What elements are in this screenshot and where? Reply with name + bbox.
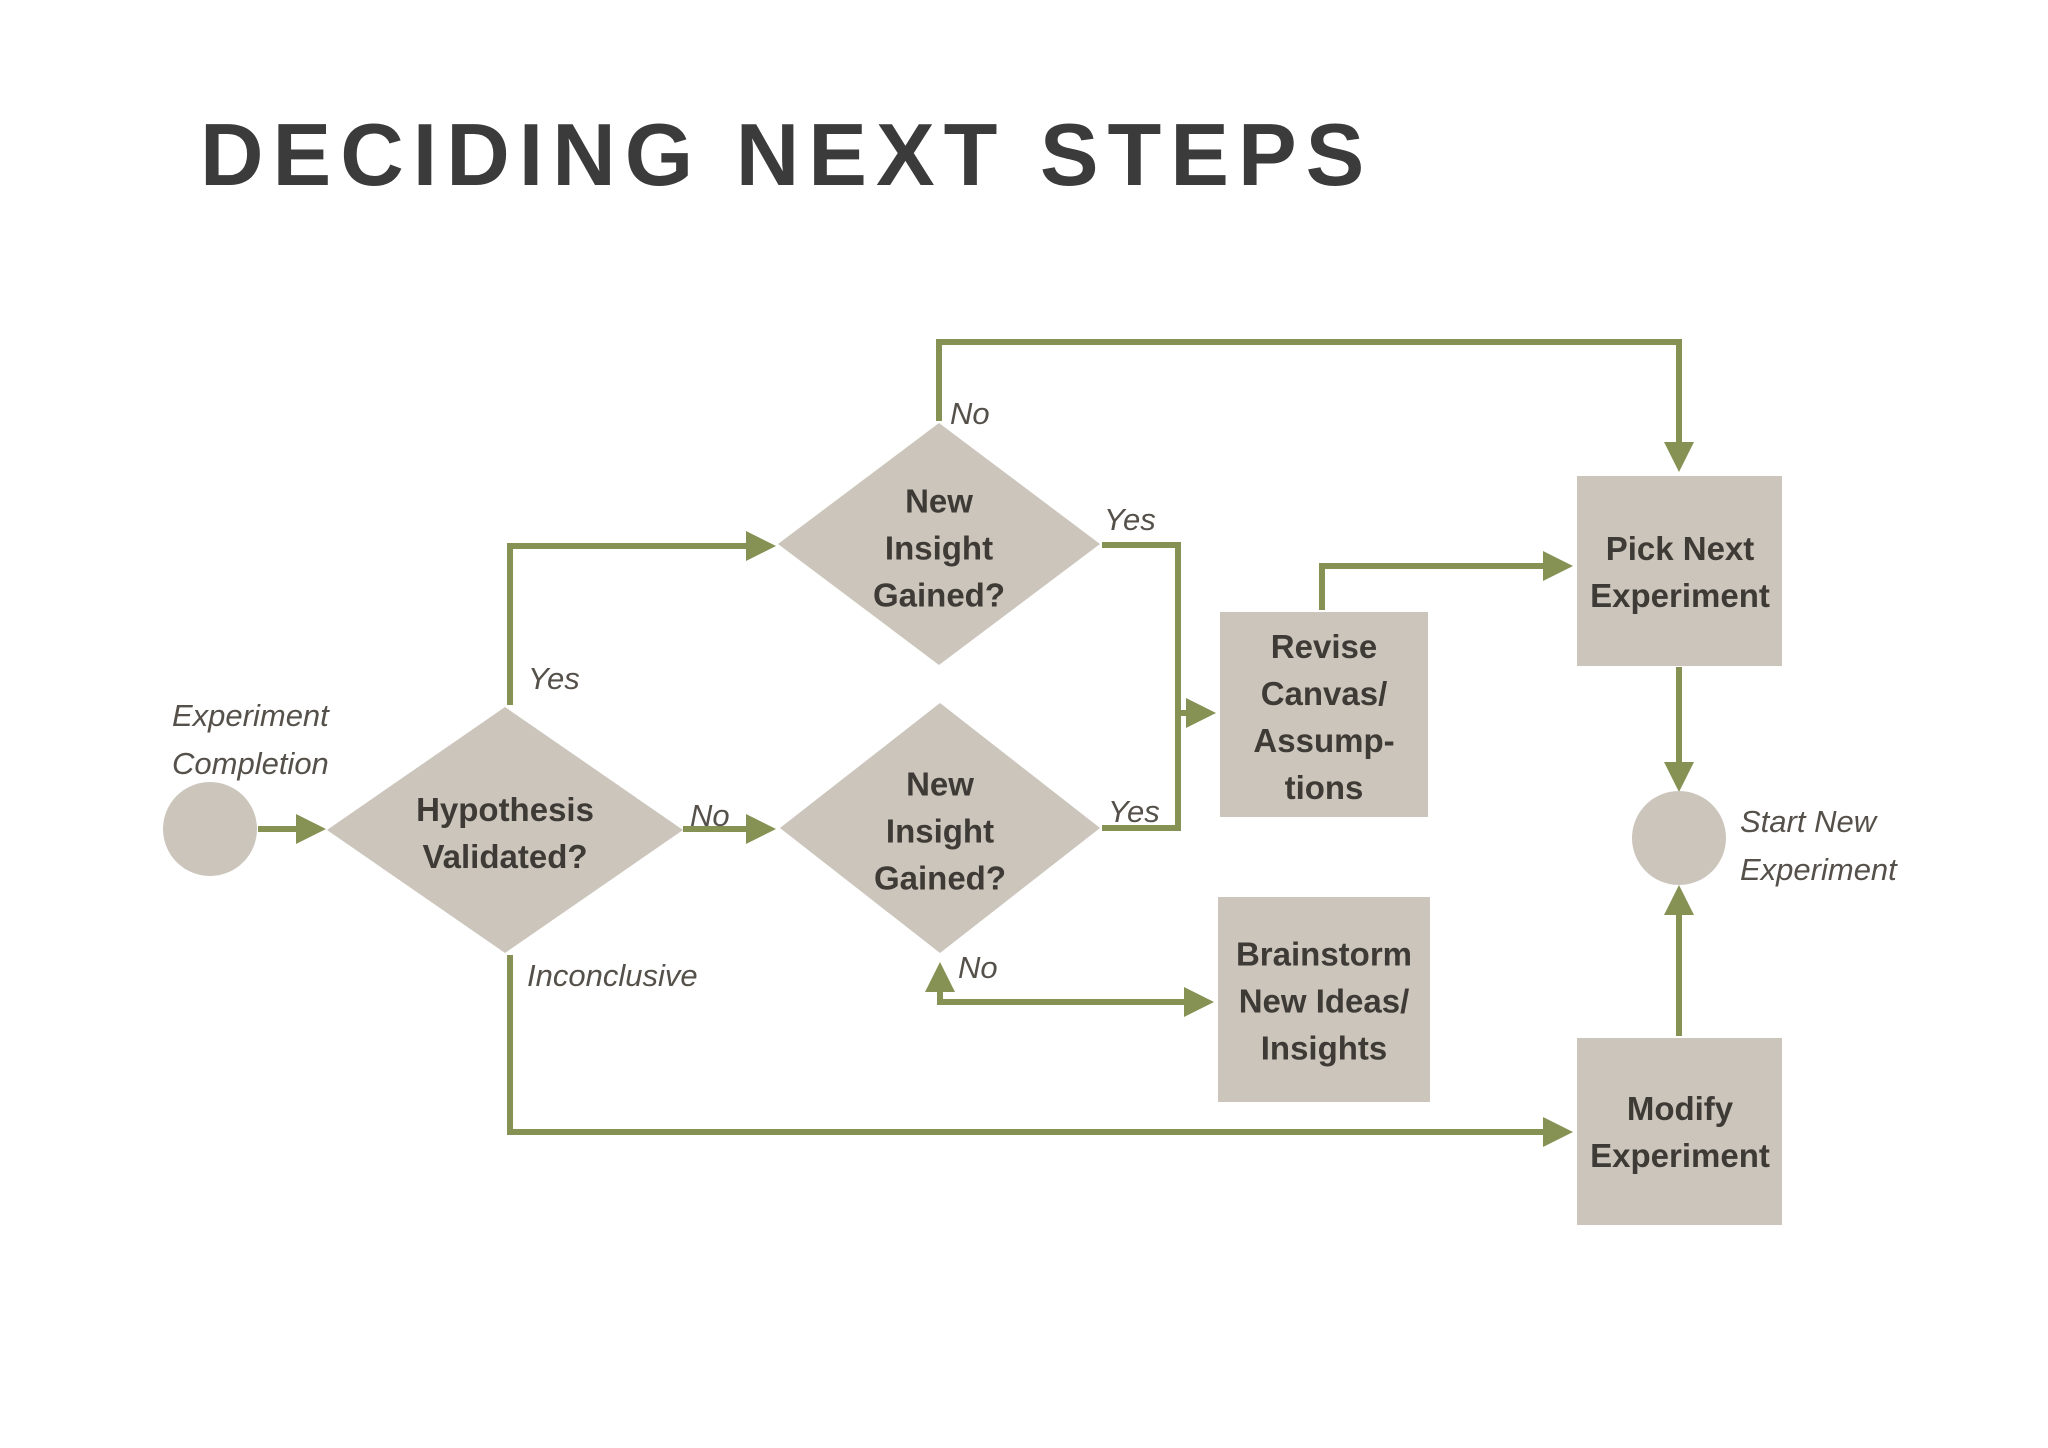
edge-revise-to-pick-next xyxy=(1319,551,1573,610)
decision-hypothesis-label: Hypothesis Validated? xyxy=(416,791,594,875)
process-revise-canvas xyxy=(1220,612,1428,817)
decision-new-insight-middle xyxy=(780,703,1100,953)
page-title: DECIDING NEXT STEPS xyxy=(200,105,1374,204)
edge-label-hypothesis-no: No xyxy=(690,798,730,833)
start-circle-label: Experiment Completion xyxy=(172,698,329,781)
decision-new-insight-top-label: New Insight Gained? xyxy=(872,482,1006,614)
process-modify-experiment-label: Modify Experiment xyxy=(1590,1090,1770,1174)
edge-hypothesis-inconclusive xyxy=(507,955,1573,1147)
edge-label-insight-mid-no: No xyxy=(958,950,998,985)
start-circle xyxy=(163,782,257,876)
edge-label-insight-top-yes: Yes xyxy=(1104,502,1156,537)
end-circle xyxy=(1632,791,1726,885)
edges xyxy=(258,339,1694,1147)
process-brainstorm-label: Brainstorm New Ideas/ Insights xyxy=(1235,935,1413,1067)
shapes xyxy=(163,423,1782,1225)
edge-insight-top-no xyxy=(936,339,1694,472)
edge-label-hypothesis-inconclusive: Inconclusive xyxy=(527,958,698,993)
edge-insight-mid-yes xyxy=(1102,710,1181,831)
edge-label-hypothesis-yes: Yes xyxy=(528,661,580,696)
process-brainstorm xyxy=(1218,897,1430,1102)
edge-insight-top-yes xyxy=(1102,542,1216,728)
process-modify-experiment xyxy=(1577,1038,1782,1225)
decision-hypothesis-validated xyxy=(327,707,683,953)
process-pick-next-experiment xyxy=(1577,476,1782,666)
decision-new-insight-top xyxy=(778,423,1100,665)
edge-hypothesis-yes xyxy=(507,531,776,705)
decision-new-insight-middle-label: New Insight Gained? xyxy=(873,765,1007,897)
edge-label-insight-top-no: No xyxy=(950,396,990,431)
process-pick-next-experiment-label: Pick Next Experiment xyxy=(1590,530,1770,614)
process-revise-canvas-label: Revise Canvas/ Assump- tions xyxy=(1253,628,1395,806)
end-circle-label: Start New Experiment xyxy=(1740,804,1897,887)
edge-label-insight-mid-yes: Yes xyxy=(1108,794,1160,829)
